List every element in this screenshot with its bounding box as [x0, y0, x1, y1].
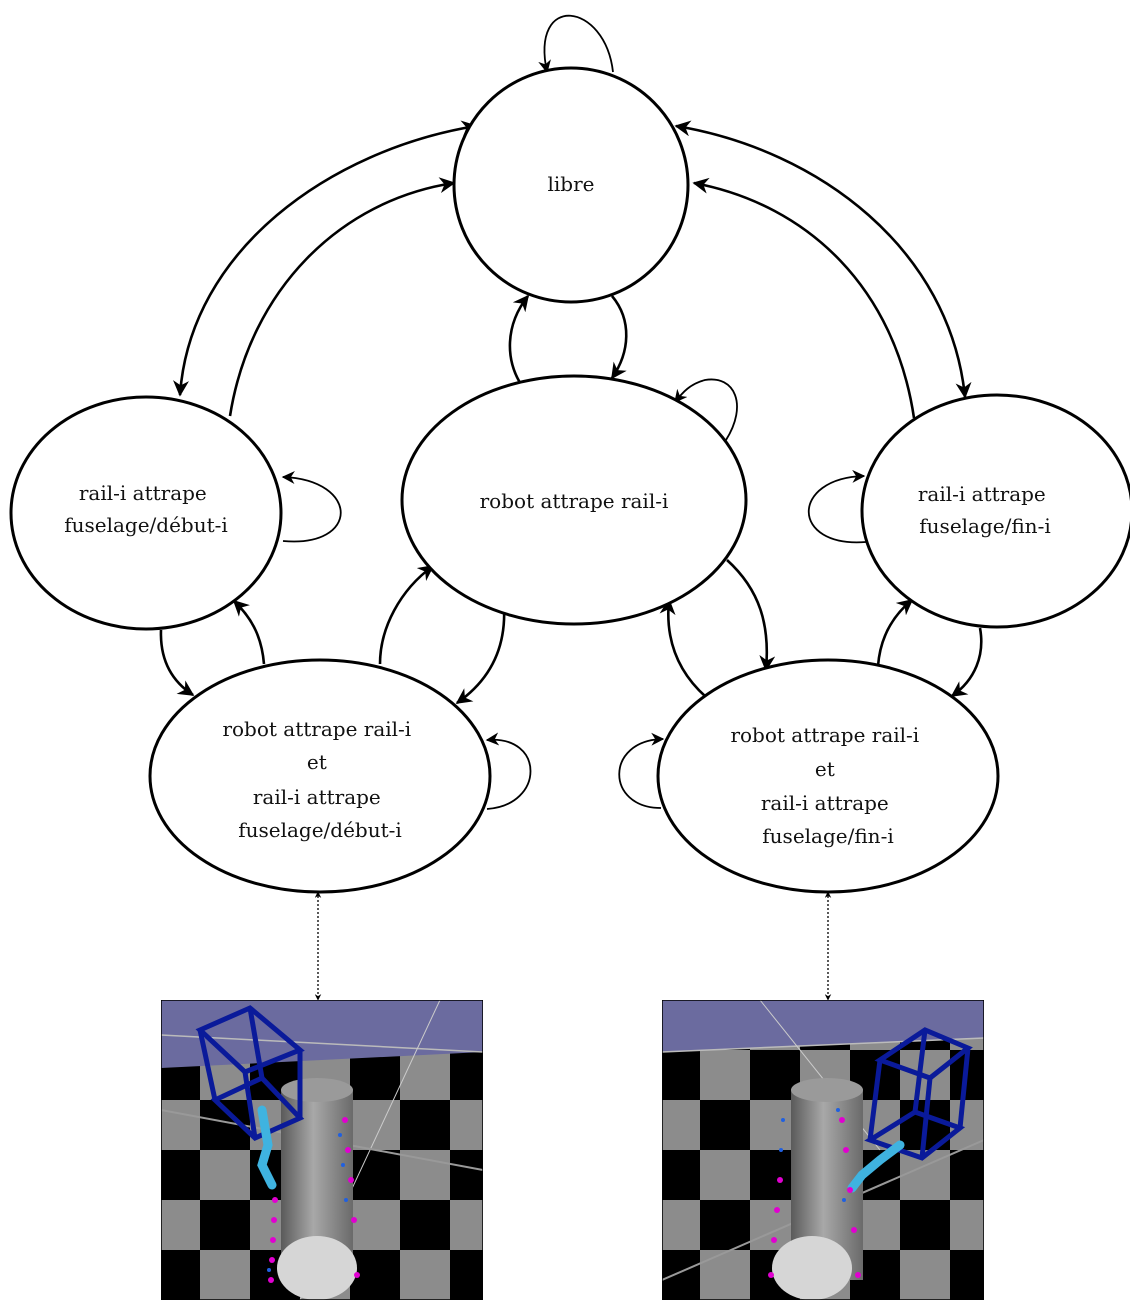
edge-bottom-left-left	[232, 599, 266, 665]
node-label-line: fuselage/début-i	[238, 818, 402, 842]
edge-right-libre	[692, 177, 916, 419]
node-label-line: rail-i attrape	[79, 481, 207, 505]
edge-libre-left	[173, 120, 478, 397]
edge-bottom-right-robot	[659, 598, 707, 698]
state-robot-attrape-rail: robot attrape rail-i	[400, 374, 748, 626]
node-label-line: et	[307, 750, 327, 774]
edge-libre-right	[674, 120, 972, 399]
image-robot-frame	[864, 1027, 973, 1161]
simulation-image-right	[662, 1000, 984, 1300]
image-robot-frame	[195, 1005, 305, 1141]
image-robot-arm	[257, 1105, 277, 1190]
node-label-line: rail-i attrape	[253, 785, 381, 809]
image-markers	[267, 1117, 360, 1283]
node-label-line: fuselage/fin-i	[919, 514, 1050, 538]
image-fuselage-top	[791, 1078, 863, 1102]
svg-text:libre: libre	[548, 172, 595, 196]
node-shape	[400, 374, 748, 626]
image-markers	[768, 1108, 861, 1278]
state-rail-attrape-debut: rail-i attrape fuselage/début-i	[9, 395, 283, 631]
edge-left-bottom-left	[159, 629, 195, 697]
image-robot-arm	[847, 1140, 905, 1193]
edge-libre-self-loop	[538, 14, 614, 74]
node-shape	[9, 395, 283, 631]
node-label-line: robot attrape rail-i	[730, 723, 919, 747]
svg-text:robot attrape rail-i et: robot attrape rail-i et rail-i attrape f…	[222, 717, 417, 842]
edge-left-libre	[228, 177, 456, 417]
state-robot-et-rail-fin: robot attrape rail-i et rail-i attrape f…	[656, 658, 1000, 894]
node-label-line: fuselage/début-i	[64, 513, 228, 537]
edge-robot-libre	[508, 294, 530, 387]
edge-bottom-right-self-loop	[618, 732, 665, 809]
edge-bottom-left-self-loop	[485, 732, 532, 810]
edge-robot-bottom-left	[455, 606, 506, 705]
edge-right-self-loop	[808, 469, 867, 544]
edge-robot-bottom-right	[726, 559, 776, 672]
state-rail-attrape-fin: rail-i attrape fuselage/fin-i	[860, 393, 1130, 629]
edge-robot-self-loop	[674, 378, 738, 441]
edge-right-bottom-right	[950, 627, 983, 698]
image-fuselage-end	[277, 1236, 357, 1300]
edge-bottom-left-robot	[378, 564, 435, 665]
node-label-line: et	[815, 757, 835, 781]
state-libre: libre	[452, 66, 690, 304]
svg-text:rail-i attrape fuselage/: rail-i attrape fuselage/fin-i	[918, 482, 1052, 538]
image-fuselage-top	[281, 1078, 353, 1102]
edge-bottom-right-right	[876, 598, 914, 667]
node-shape	[452, 66, 690, 304]
state-robot-et-rail-debut: robot attrape rail-i et rail-i attrape f…	[148, 658, 492, 894]
simulation-image-left	[161, 1000, 483, 1300]
node-label-line: robot attrape rail-i	[222, 717, 411, 741]
edge-left-self-loop	[281, 470, 342, 543]
edges	[159, 14, 983, 1001]
node-shape	[148, 658, 492, 894]
edge-libre-robot	[610, 295, 628, 380]
node-label-line: rail-i attrape	[918, 482, 1046, 506]
svg-text:rail-i attrape fuselage/: rail-i attrape fuselage/début-i	[64, 481, 228, 537]
node-label-line: robot attrape rail-i	[480, 489, 669, 513]
svg-text:robot attrape rail-i et: robot attrape rail-i et rail-i attrape f…	[730, 723, 925, 848]
image-fuselage-end	[772, 1236, 852, 1300]
node-label-line: rail-i attrape	[761, 791, 889, 815]
node-label-line: libre	[548, 172, 595, 196]
node-shape	[656, 658, 1000, 894]
node-shape	[860, 393, 1130, 629]
node-label-line: fuselage/fin-i	[762, 824, 893, 848]
svg-text:robot attrape rail-i: robot attrape rail-i	[480, 489, 669, 513]
